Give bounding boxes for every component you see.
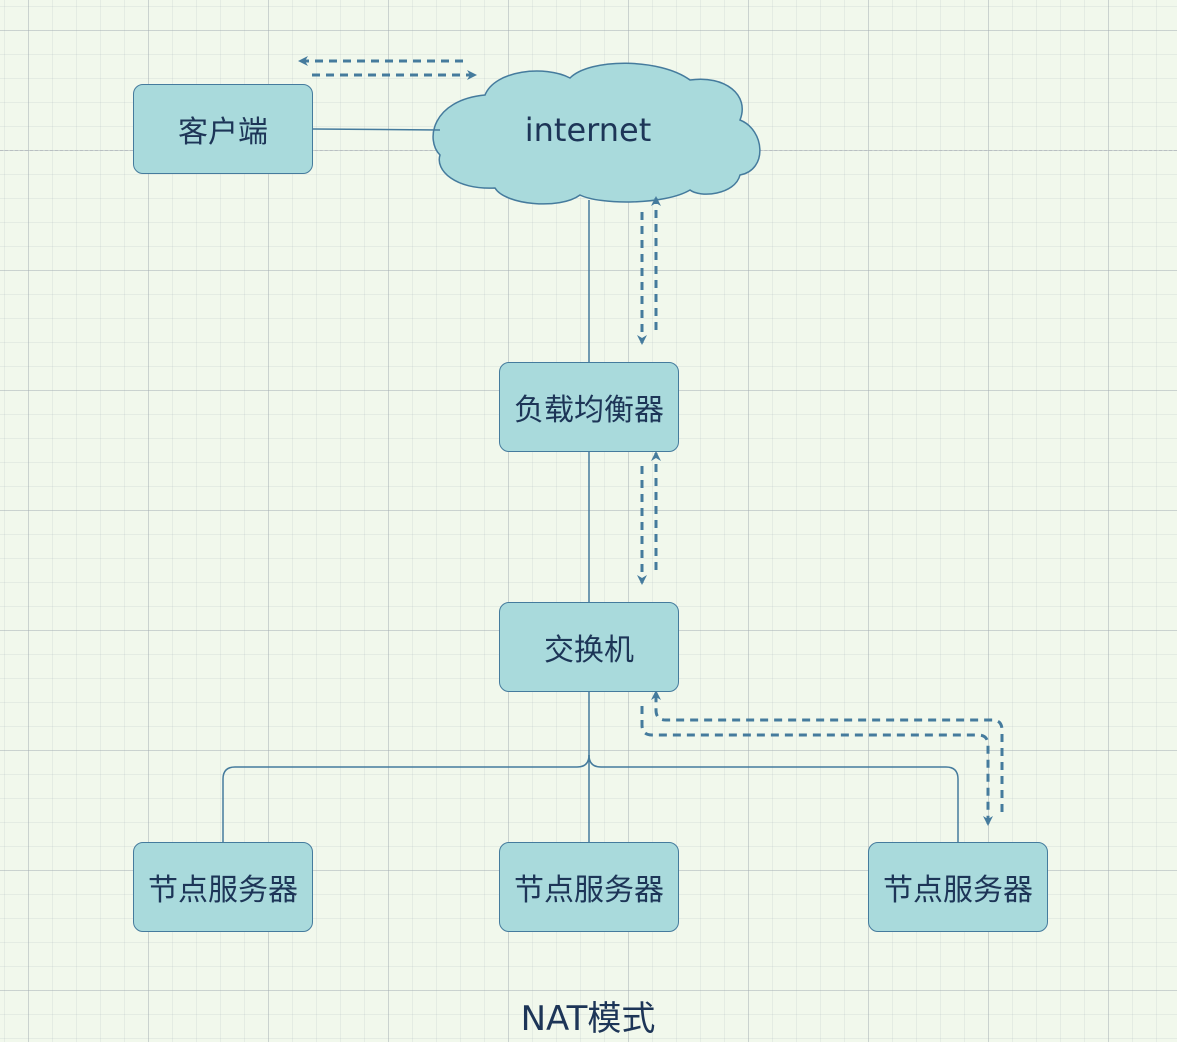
internet-cloud-shape[interactable] [432,62,761,205]
client-node[interactable]: 客户端 [133,84,313,174]
server-node-2[interactable]: 节点服务器 [499,842,679,932]
flow-arrow-to-switch [651,690,1004,812]
flow-arrow-to-server-3 [640,706,993,826]
server-node-3[interactable]: 节点服务器 [868,842,1048,932]
link-switch-server-3 [588,754,959,842]
link-client-internet [312,128,441,131]
diagram-caption: NAT模式 [520,998,656,1039]
server-node-1[interactable]: 节点服务器 [133,842,313,932]
link-switch-server-1 [222,754,590,842]
switch-node[interactable]: 交换机 [499,602,679,692]
internet-label: internet [524,111,652,149]
load-balancer-node[interactable]: 负载均衡器 [499,362,679,452]
